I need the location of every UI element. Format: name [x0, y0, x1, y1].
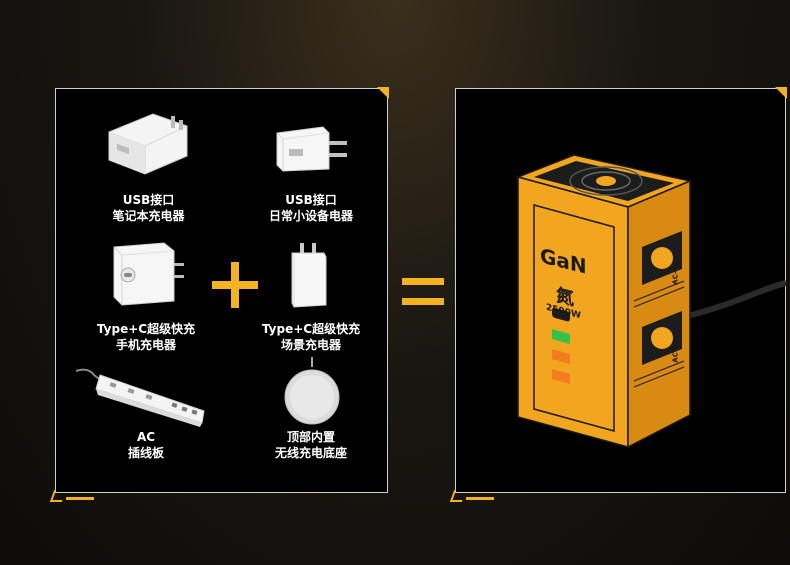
item-usb-laptop: USB接口 笔记本充电器	[101, 192, 196, 224]
plus-icon	[212, 262, 258, 308]
power-cable-icon	[676, 280, 786, 322]
equals-bar	[402, 278, 444, 285]
corner-accent	[452, 490, 494, 500]
usb-charger-icon	[101, 106, 193, 178]
small-usb-charger-icon	[267, 123, 353, 173]
item-label-2: 手机充电器	[115, 338, 176, 352]
wireless-pad-icon	[282, 357, 342, 425]
item-label-1: Type+C超级快充	[261, 322, 361, 336]
outlet-label-1: AC-01	[671, 261, 680, 285]
item-label-2: 日常小设备电器	[268, 209, 353, 223]
corner-accent	[52, 490, 94, 500]
power-strip-icon	[74, 367, 214, 427]
corner-accent	[775, 87, 787, 99]
item-label-1: Type+C超级快充	[96, 322, 196, 336]
outlet-label-2: AC-02	[671, 339, 680, 363]
product-panel: GaN 氮 2500W AC-01 AC-02	[455, 87, 787, 500]
typec-scene-charger-icon	[286, 243, 332, 309]
item-label-2: 无线充电底座	[274, 446, 347, 460]
item-label-1: USB接口	[122, 193, 175, 207]
corner-accent	[377, 87, 389, 99]
typec-charger-icon	[100, 239, 190, 307]
item-usb-small: USB接口 日常小设备电器	[251, 192, 371, 224]
devices-panel: USB接口 笔记本充电器 USB接口 日常小设备电器 Type+C超级快充	[55, 87, 389, 500]
equals-icon	[402, 278, 444, 308]
equals-bar	[402, 298, 444, 305]
item-typec-phone: Type+C超级快充 手机充电器	[76, 321, 216, 353]
item-label-2: 插线板	[127, 446, 164, 460]
item-label-2: 笔记本充电器	[112, 209, 185, 223]
item-typec-scene: Type+C超级快充 场景充电器	[246, 321, 376, 353]
item-label-1: USB接口	[285, 193, 337, 207]
item-label-1: 顶部内置	[286, 430, 335, 444]
gan-charger-icon: GaN 氮 2500W AC-01 AC-02	[514, 151, 696, 451]
item-ac-strip: AC 插线板	[101, 429, 191, 461]
item-label-2: 场景充电器	[280, 338, 341, 352]
item-wireless: 顶部内置 无线充电底座	[251, 429, 371, 461]
item-label-1: AC	[136, 430, 156, 444]
